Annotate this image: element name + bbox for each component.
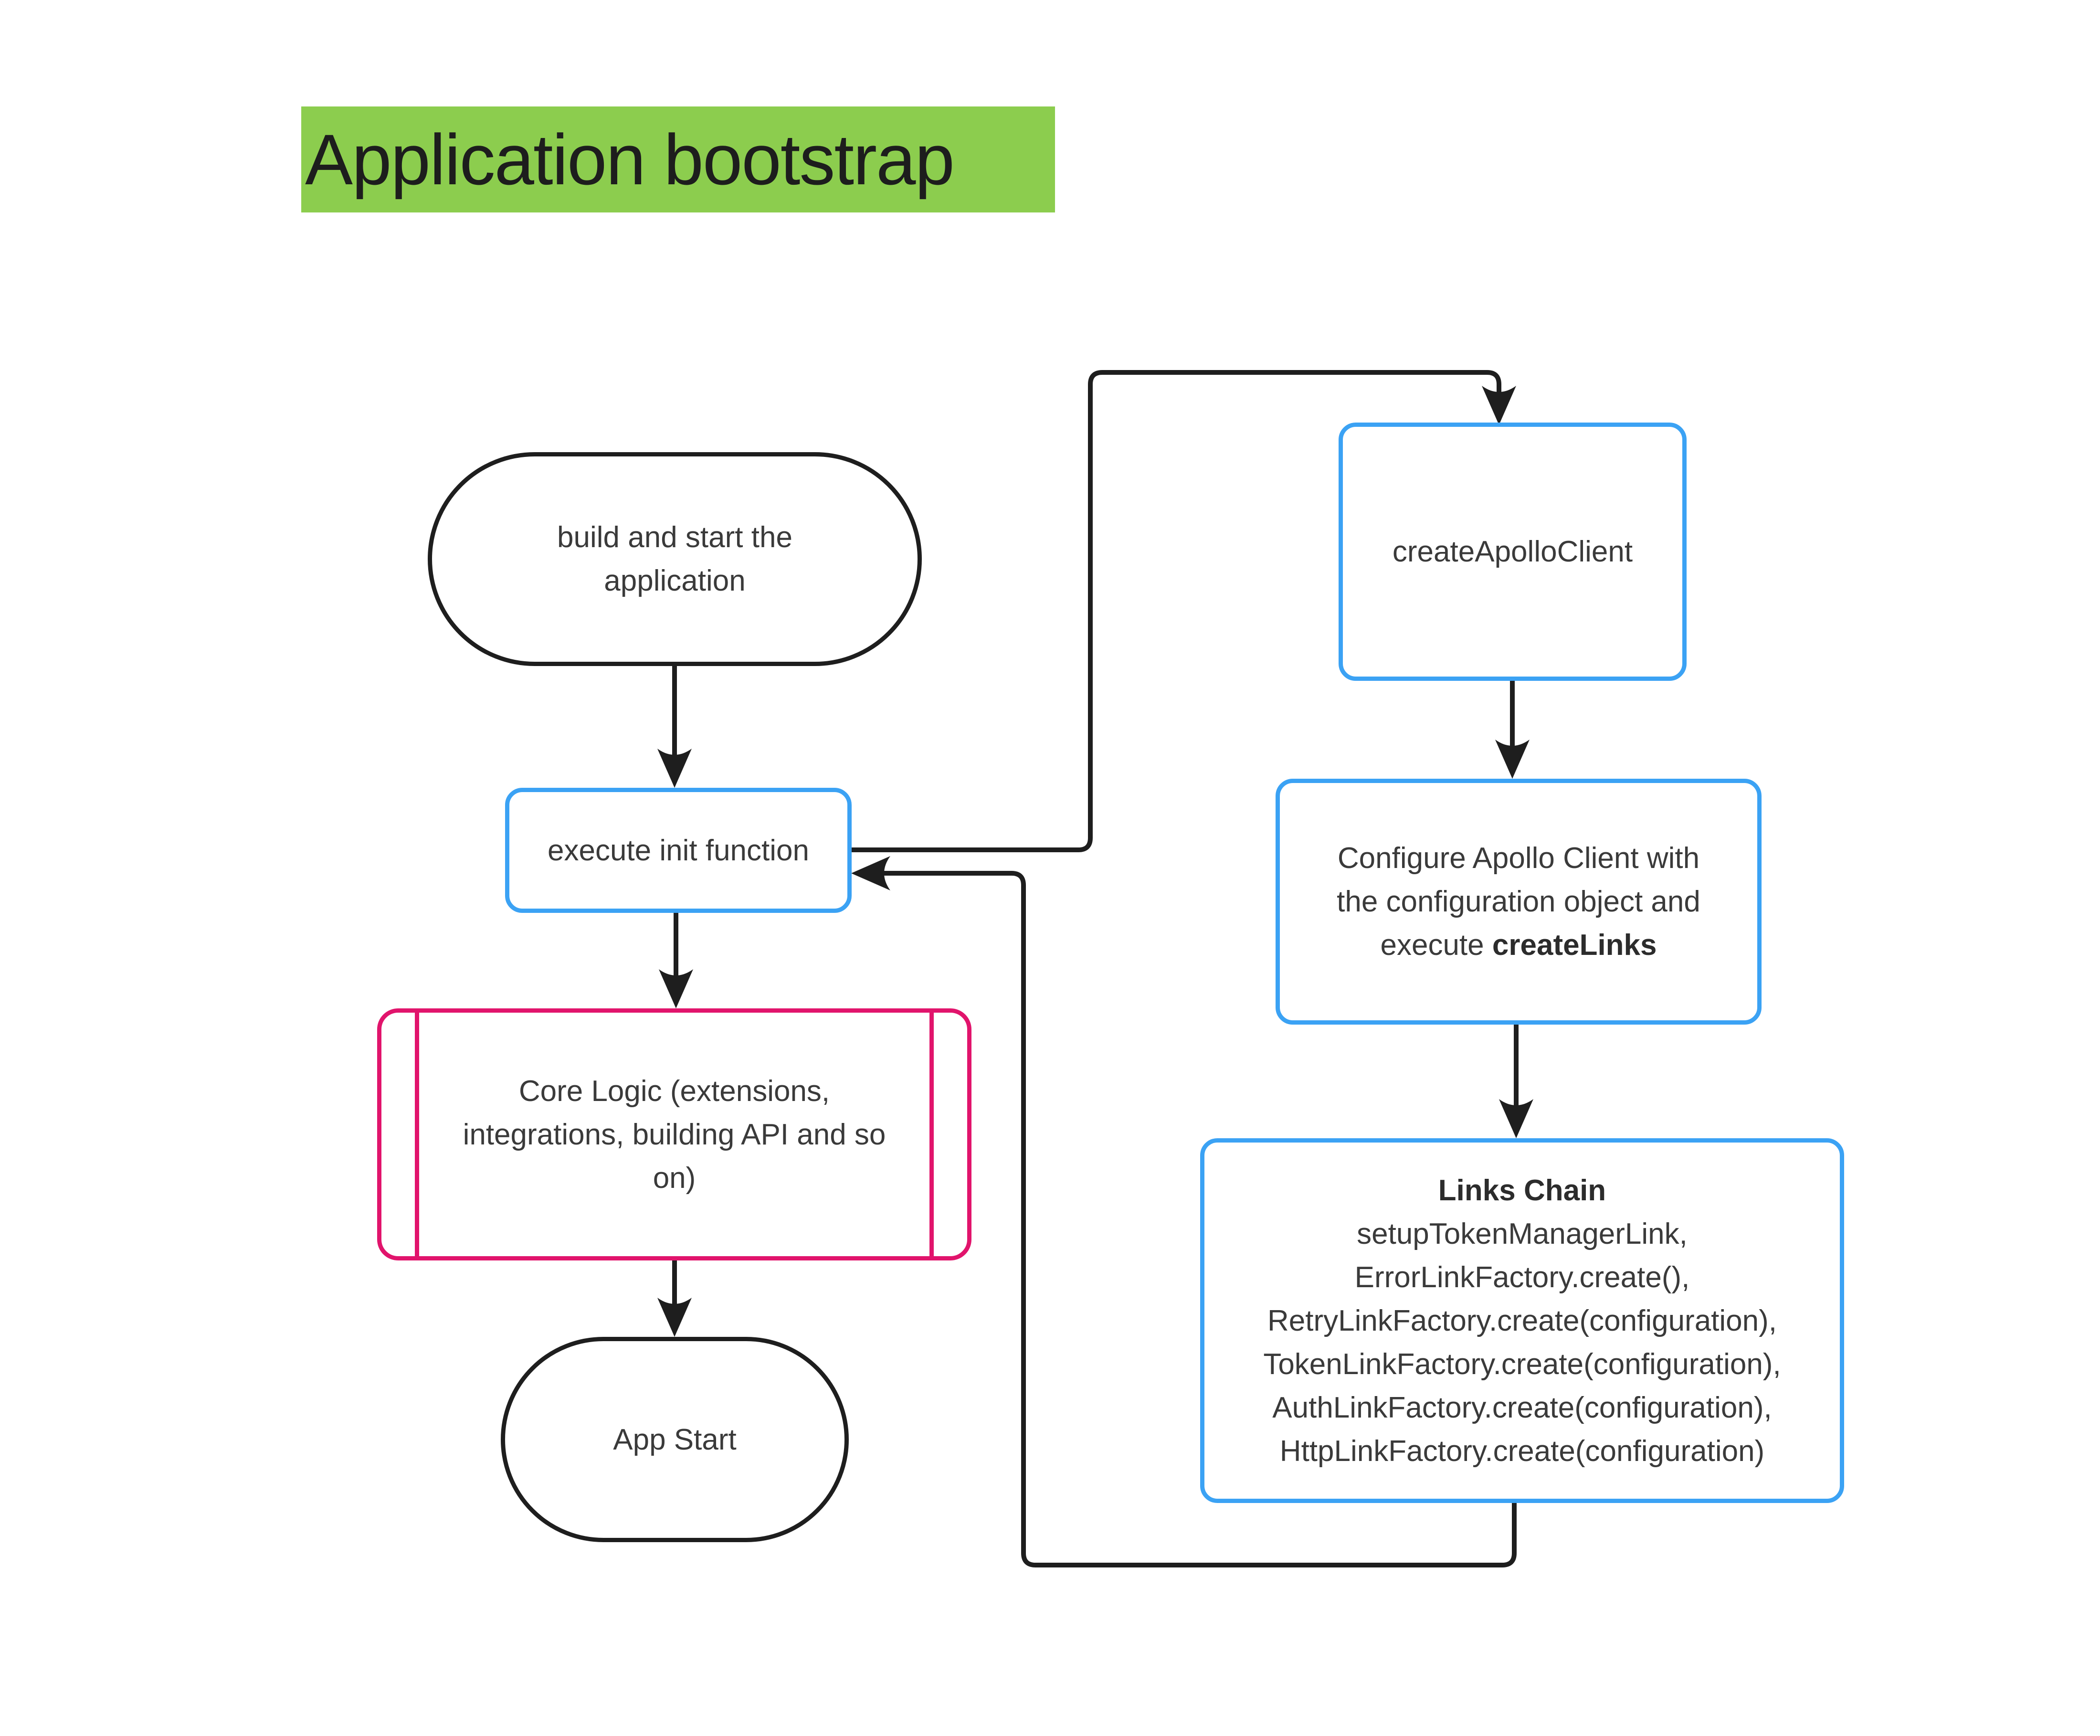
node-label-line: ErrorLinkFactory.create(),: [1354, 1260, 1690, 1294]
node-label-line: the configuration object and: [1337, 885, 1700, 918]
arrowhead-down-app-start: [657, 1298, 692, 1337]
subroutine-right-bar: [929, 1013, 934, 1256]
node-label-line: AuthLinkFactory.create(configuration),: [1272, 1391, 1772, 1424]
node-configure-apollo-process: Configure Apollo Client with the configu…: [1276, 779, 1762, 1025]
node-label-line: Core Logic (extensions,: [518, 1074, 830, 1108]
node-heading: Links Chain: [1438, 1174, 1606, 1207]
arrowhead-left-execute-init: [851, 856, 890, 890]
node-label-line: build and start the: [557, 521, 792, 554]
node-label: App Start: [613, 1423, 737, 1456]
node-label: execute init function: [547, 834, 809, 867]
node-label: createApolloClient: [1392, 535, 1633, 568]
node-core-logic-subroutine: Core Logic (extensions, integrations, bu…: [377, 1008, 971, 1260]
page-title: Application bootstrap: [301, 106, 1055, 212]
node-label-line: application: [604, 564, 746, 597]
arrowhead-down-configure: [1495, 740, 1530, 779]
subroutine-left-bar: [415, 1013, 419, 1256]
arrowhead-down-core-logic: [659, 969, 693, 1008]
node-label-line: TokenLinkFactory.create(configuration),: [1263, 1347, 1781, 1381]
node-build-start-terminal: build and start the application: [428, 452, 922, 666]
arrowhead-down-links-chain: [1499, 1099, 1533, 1138]
edge-linkschain-to-execute: [877, 871, 1517, 1567]
arrowhead-down-execute-init: [657, 749, 692, 788]
node-links-chain-process: Links Chain setupTokenManagerLink, Error…: [1200, 1138, 1844, 1503]
node-label-segment: execute: [1380, 929, 1492, 962]
node-label-line: RetryLinkFactory.create(configuration),: [1267, 1304, 1777, 1337]
node-label-bold-segment: createLinks: [1492, 929, 1657, 962]
edge-execute-to-createapollo: [851, 370, 1501, 852]
node-label-line: setupTokenManagerLink,: [1357, 1217, 1688, 1250]
node-create-apollo-client-process: createApolloClient: [1339, 423, 1687, 681]
node-label-line: on): [653, 1161, 696, 1195]
node-label-line: integrations, building API and so: [463, 1118, 886, 1151]
node-label-line: execute createLinks: [1380, 923, 1657, 967]
node-app-start-terminal: App Start: [501, 1337, 849, 1542]
node-label-line: HttpLinkFactory.create(configuration): [1279, 1434, 1765, 1468]
page-title-text: Application bootstrap: [305, 119, 955, 200]
node-label-line: Configure Apollo Client with: [1337, 842, 1700, 875]
arrowhead-down-create-apollo: [1482, 386, 1516, 425]
node-execute-init-process: execute init function: [505, 788, 852, 913]
